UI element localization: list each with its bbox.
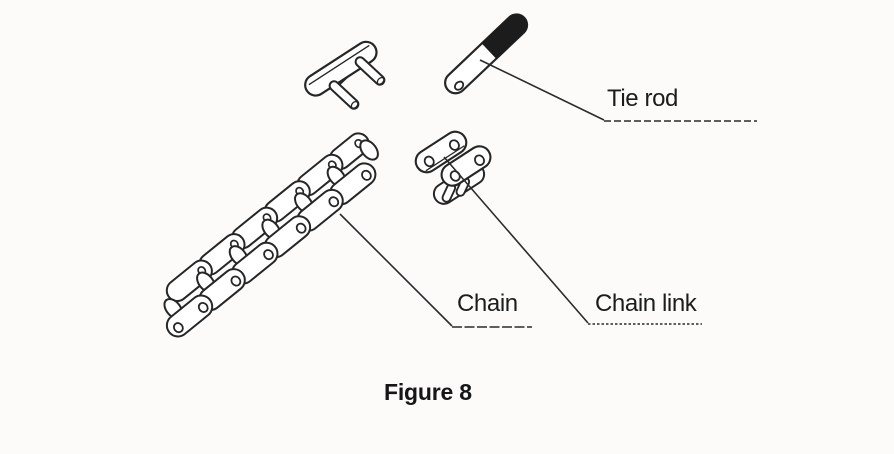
chain-link-illustration	[414, 130, 492, 205]
tie-rod-label: Tie rod	[607, 85, 679, 112]
tie-rod-eye-hole	[454, 80, 465, 91]
master-link-pin-lower	[328, 80, 360, 110]
master-link-plate	[304, 40, 378, 97]
master-link-illustration	[304, 40, 386, 110]
chain-illustration	[163, 132, 379, 338]
figure-caption: Figure 8	[384, 379, 472, 405]
chain-leader-line	[339, 213, 532, 328]
chain-link-pin-plate	[440, 145, 492, 187]
master-link-pin-upper	[354, 56, 386, 86]
chain-link-label: Chain link	[595, 290, 697, 317]
tie-rod-leader-line	[479, 59, 757, 122]
chain-link-leader-line	[443, 156, 702, 325]
tie-rod-illustration	[444, 13, 529, 95]
chain-far-plates	[165, 132, 370, 303]
chain-link-loose-plate	[414, 130, 468, 174]
tie-rod-threaded-section	[481, 13, 528, 60]
chain-near-plates	[165, 162, 377, 338]
chain-label: Chain	[457, 290, 518, 317]
